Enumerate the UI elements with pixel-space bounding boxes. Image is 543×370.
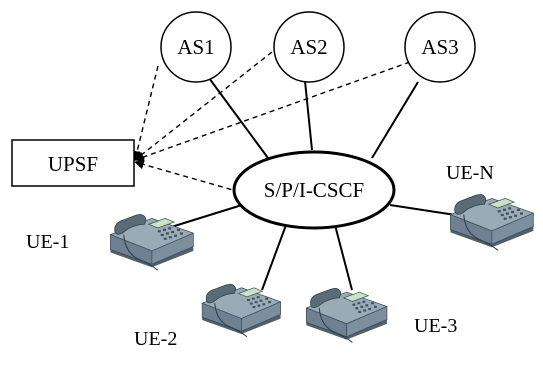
uen-label: UE-N [446,162,494,184]
as1-label: AS1 [177,35,214,59]
upsf-node: UPSF [11,139,135,187]
as1-node: AS1 [160,11,232,83]
link-as3-cscf [371,81,419,159]
ue3-label: UE-3 [414,315,457,337]
link-uen-cscf [389,204,463,217]
link-ue2-cscf [261,224,287,291]
ue1-phone-icon [109,214,194,271]
cscf-node: S/P/I-CSCF [232,150,396,230]
ue3-phone-icon [305,287,388,343]
uen-phone-icon [449,194,534,251]
link-ue1-cscf [167,204,243,229]
link-as1-cscf [208,77,269,159]
as2-label: AS2 [290,35,327,59]
dashed-as2-upsf [134,51,273,161]
upsf-label: UPSF [48,152,98,176]
as3-label: AS3 [421,35,458,59]
solid-links [167,77,463,291]
as3-node: AS3 [404,11,476,83]
dashed-as3-upsf [134,61,411,162]
as2-node: AS2 [273,11,345,83]
cscf-label: S/P/I-CSCF [264,178,364,202]
dashed-links [132,51,411,193]
dashed-as1-upsf [132,65,159,161]
ue2-phone-icon [201,283,282,338]
ue1-label: UE-1 [26,231,69,253]
ue2-label: UE-2 [134,328,177,350]
link-ue3-cscf [334,224,353,291]
link-as2-cscf [304,80,313,151]
dashed-cscf-upsf [134,159,241,193]
